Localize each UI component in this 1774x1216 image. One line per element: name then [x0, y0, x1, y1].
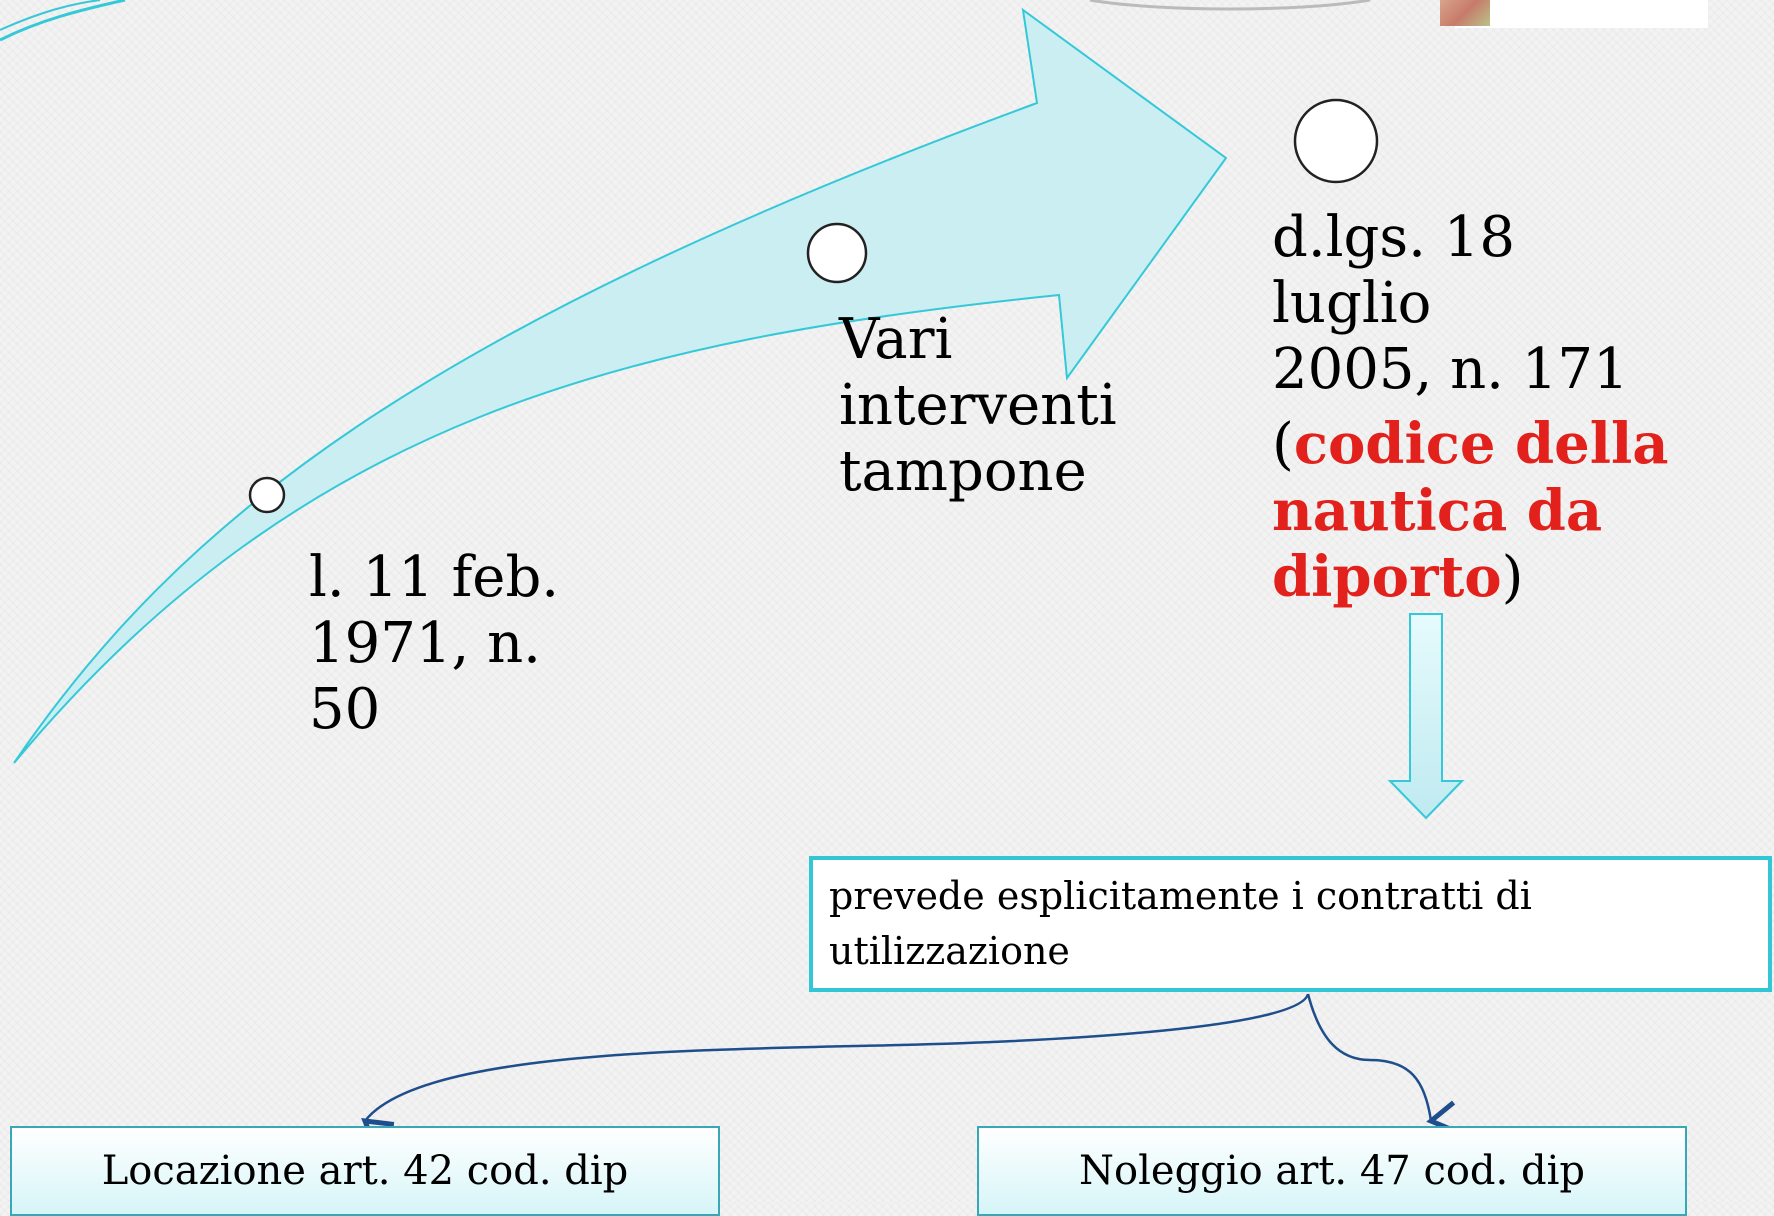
- connector-to-noleggio: [1306, 993, 1459, 1135]
- timeline-node-3: [1293, 98, 1379, 184]
- provision-box: prevede esplicitamente i contratti di ut…: [809, 856, 1772, 992]
- dlgs-line-2: 2005, n. 171: [1272, 337, 1629, 403]
- paren-open: (: [1272, 412, 1294, 478]
- top-ellipse-fragment: [1089, 0, 1371, 11]
- timeline-node-2: [806, 222, 868, 284]
- logo-image: [1440, 0, 1490, 26]
- highlight-line-3: diporto: [1272, 544, 1502, 611]
- logo-frame: [1455, 0, 1708, 28]
- connector-to-locazione: [361, 993, 1310, 1150]
- contract-box-noleggio: Noleggio art. 47 cod. dip: [977, 1126, 1687, 1216]
- corner-swoosh-decoration: [0, 0, 126, 42]
- timeline-label-dlgs: d.lgs. 18 luglio 2005, n. 171 (codice de…: [1272, 205, 1692, 611]
- down-block-arrow: [1387, 613, 1465, 820]
- contract-label-noleggio: Noleggio art. 47 cod. dip: [1079, 1148, 1585, 1194]
- contract-box-locazione: Locazione art. 42 cod. dip: [10, 1126, 720, 1216]
- provision-line-1: prevede esplicitamente i contratti di: [829, 873, 1532, 918]
- timeline-label-interventi: Vari interventi tampone: [839, 307, 1117, 505]
- timeline-node-1: [248, 476, 286, 514]
- codice-nautica-label: (codice della nautica da diporto): [1272, 411, 1692, 611]
- contract-label-locazione: Locazione art. 42 cod. dip: [101, 1148, 629, 1194]
- timeline-curved-arrow: [13, 7, 1228, 764]
- highlight-line-2: nautica da: [1272, 478, 1603, 545]
- dlgs-line-1: d.lgs. 18 luglio: [1272, 205, 1516, 337]
- provision-line-2: utilizzazione: [829, 929, 1070, 973]
- timeline-label-1971: l. 11 feb. 1971, n. 50: [309, 545, 560, 743]
- corner-swoosh-decoration-2: [0, 0, 101, 31]
- paren-close: ): [1501, 545, 1524, 611]
- highlight-line-1: codice della: [1293, 411, 1669, 478]
